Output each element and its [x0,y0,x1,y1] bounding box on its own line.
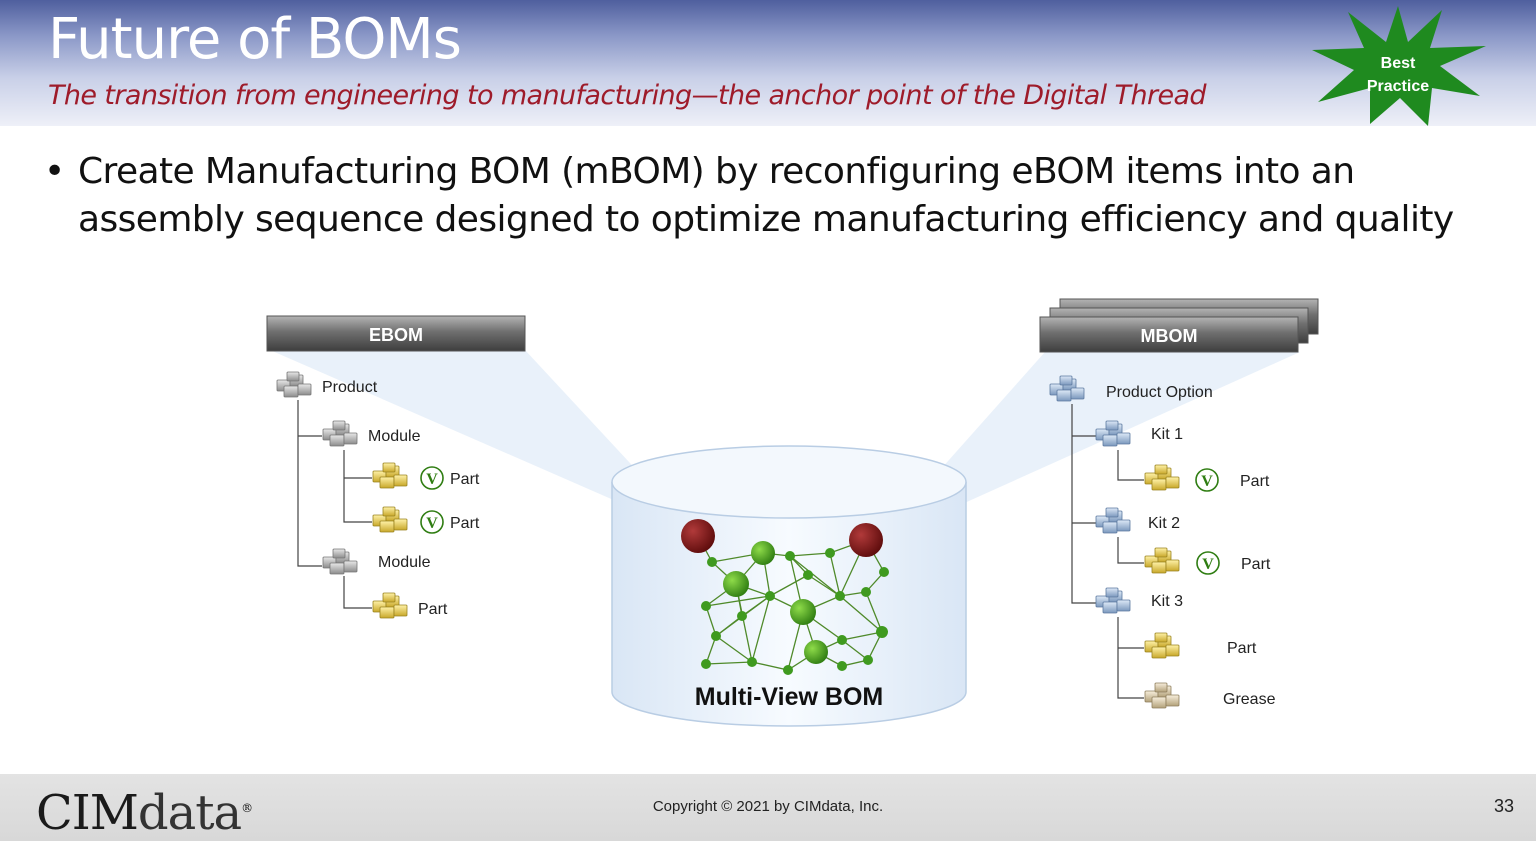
network-node [825,548,835,558]
ebom-header-label: EBOM [369,325,423,345]
slide-subtitle: The transition from engineering to manuf… [48,80,1207,111]
cube-icon [1095,507,1131,534]
cube-icon [372,462,408,489]
mbom-item-part-3: Part [1227,640,1257,657]
badge-line-2: Practice [1367,78,1429,95]
variant-v-icon: V [420,466,444,490]
mbom-item-part-2: Part [1241,556,1271,573]
mbom-tree-lines [1071,404,1144,699]
mbom-item-grease: Grease [1223,691,1276,708]
network-node [701,601,711,611]
ebom-item-module-1: Module [368,428,421,445]
slide-title: Future of BOMs [48,7,462,72]
mbom-item-part-1: Part [1240,473,1270,490]
mbom-item-kit-1: Kit 1 [1151,426,1183,443]
starburst-icon [1312,6,1486,126]
slide-header: Future of BOMs The transition from engin… [0,0,1536,126]
badge-line-1: Best [1381,55,1416,72]
cube-icon [1144,464,1180,491]
network-node-large [790,599,816,625]
network-node [876,626,888,638]
variant-v-label: V [1201,473,1213,490]
cube-icon [1144,632,1180,659]
network-node [747,657,757,667]
database-cylinder-top [611,445,967,519]
mbom-item-kit-3: Kit 3 [1151,593,1183,610]
network-node [803,570,813,580]
ebom-tree-lines [297,400,372,609]
variant-v-label: V [426,471,438,488]
cube-icon [322,420,358,447]
network-node [861,587,871,597]
variant-v-icon: V [1195,468,1219,492]
network-node-red [849,523,883,557]
ebom-item-module-2: Module [378,554,431,571]
network-node [711,631,721,641]
ebom-header-bar [266,315,526,352]
network-node-large [804,640,828,664]
network-node [785,551,795,561]
variant-v-label: V [426,515,438,532]
cube-icon [322,548,358,575]
variant-v-icon: V [420,510,444,534]
network-node [737,611,747,621]
network-node [835,591,845,601]
logo-main: CIM [36,785,139,841]
mbom-item-product-option: Product Option [1106,384,1213,401]
ebom-item-part-3: Part [418,601,448,618]
cube-icon [276,371,312,398]
cube-icon [1144,547,1180,574]
cube-icon [1095,587,1131,614]
network-node [765,591,775,601]
network-node-red [681,519,715,553]
variant-v-label: V [1202,556,1214,573]
page-number: 33 [1493,796,1514,816]
ebom-projection-beam [270,350,720,560]
network-node [783,665,793,675]
best-practice-badge: Best Practice [1312,6,1486,126]
network-graph [681,519,889,675]
database-label: Multi-View BOM [695,683,883,711]
logo-sub: data [137,785,242,841]
network-node [837,661,847,671]
copyright-text: Copyright © 2021 by CIMdata, Inc. [652,798,884,815]
ebom-item-product: Product [322,379,378,396]
mbom-item-kit-2: Kit 2 [1148,515,1180,532]
bullet-text: Create Manufacturing BOM (mBOM) by recon… [78,151,1454,240]
network-node [879,567,889,577]
cube-icon [372,506,408,533]
slide-footer: CIMdata® Copyright © 2021 by CIMdata, In… [0,774,1536,841]
mbom-header-label: MBOM [1141,326,1198,346]
variant-v-icon: V [1196,551,1220,575]
network-node-large [723,571,749,597]
network-node-large [751,541,775,565]
mbom-header-bar [1039,316,1299,353]
ebom-item-part-1: Part [450,471,480,488]
network-node [701,659,711,669]
network-nodes [681,519,889,675]
network-node [863,655,873,665]
cube-icon [1144,682,1180,709]
ebom-item-part-2: Part [450,515,480,532]
network-node [837,635,847,645]
logo-registered-mark: ® [241,801,253,815]
cimdata-logo: CIMdata® [36,782,253,841]
cube-icon [372,592,408,619]
bullet-symbol: • [44,151,66,192]
network-node [707,557,717,567]
